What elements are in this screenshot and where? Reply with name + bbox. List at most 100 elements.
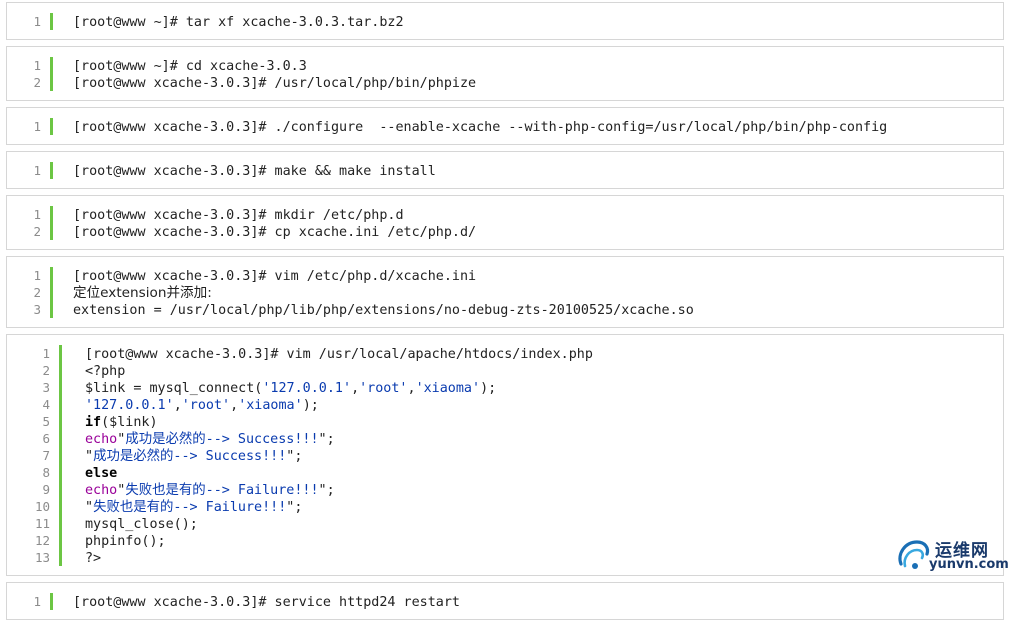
code-token: ,: [230, 398, 239, 413]
string-literal: 'xiaoma': [238, 398, 303, 413]
gutter-bar: [50, 284, 53, 301]
code-token: ": [117, 432, 126, 447]
watermark-logo: 运维网 yunvn.com: [895, 536, 1009, 576]
line-number: 6: [42, 431, 50, 446]
code-text[interactable]: "失败也是有的--> Failure!!!";: [85, 499, 302, 516]
code-text[interactable]: $link = mysql_connect('127.0.0.1','root'…: [85, 380, 496, 397]
code-block-restart: 1 [root@www xcache-3.0.3]# service httpd…: [6, 582, 1004, 620]
gutter-bar: [50, 267, 53, 284]
code-blocks-container: 1 [root@www ~]# tar xf xcache-3.0.3.tar.…: [6, 2, 1004, 626]
line-number: 1: [33, 163, 41, 178]
code-text[interactable]: "成功是必然的--> Success!!!";: [85, 448, 302, 465]
line-number: 5: [42, 414, 50, 429]
keyword: else: [85, 466, 118, 481]
line-number: 1: [33, 207, 41, 222]
code-text[interactable]: [root@www xcache-3.0.3]# service httpd24…: [73, 595, 460, 610]
code-text[interactable]: [root@www xcache-3.0.3]# /usr/local/php/…: [73, 76, 477, 91]
code-line: 1 [root@www xcache-3.0.3]# ./configure -…: [7, 118, 1003, 135]
keyword-echo: echo: [85, 432, 118, 447]
code-text[interactable]: else: [85, 465, 117, 482]
code-line: 1 [root@www xcache-3.0.3]# mkdir /etc/ph…: [7, 206, 1003, 223]
code-line: 1 [root@www xcache-3.0.3]# make && make …: [7, 162, 1003, 179]
code-text[interactable]: <?php: [85, 364, 126, 379]
code-line: 6 echo"成功是必然的--> Success!!!";: [7, 430, 1003, 447]
code-text[interactable]: [root@www xcache-3.0.3]# ./configure --e…: [73, 120, 888, 135]
code-token: );: [480, 381, 497, 396]
code-line: 7 "成功是必然的--> Success!!!";: [7, 447, 1003, 464]
code-token: ": [117, 483, 126, 498]
gutter-bar: [50, 162, 53, 179]
code-block-mkdir: 1 [root@www xcache-3.0.3]# mkdir /etc/ph…: [6, 195, 1004, 250]
line-number: 2: [33, 224, 41, 239]
string-literal: 'root': [359, 381, 408, 396]
line-number: 1: [33, 119, 41, 134]
code-token: ,: [173, 398, 182, 413]
code-text[interactable]: [root@www ~]# cd xcache-3.0.3: [73, 59, 307, 74]
gutter-bar: [50, 57, 53, 74]
line-number: 9: [42, 482, 50, 497]
string-literal: '127.0.0.1': [85, 398, 174, 413]
code-text[interactable]: mysql_close();: [85, 517, 198, 532]
gutter-bar: [50, 13, 53, 30]
line-number: 4: [42, 397, 50, 412]
line-number: 2: [42, 363, 50, 378]
code-text[interactable]: ?>: [85, 551, 102, 566]
code-block-make: 1 [root@www xcache-3.0.3]# make && make …: [6, 151, 1004, 189]
code-block-index-php: 1 [root@www xcache-3.0.3]# vim /usr/loca…: [6, 334, 1004, 576]
code-text[interactable]: [root@www ~]# tar xf xcache-3.0.3.tar.bz…: [73, 15, 404, 30]
string-literal: 成功是必然的--> Success!!!: [93, 449, 287, 464]
code-line: 1 [root@www xcache-3.0.3]# vim /etc/php.…: [7, 267, 1003, 284]
code-text[interactable]: echo"失败也是有的--> Failure!!!";: [85, 482, 335, 499]
code-text[interactable]: [root@www xcache-3.0.3]# vim /usr/local/…: [85, 347, 593, 362]
string-literal: '127.0.0.1': [262, 381, 352, 396]
code-line: 1 [root@www ~]# tar xf xcache-3.0.3.tar.…: [7, 13, 1003, 30]
code-text[interactable]: [root@www xcache-3.0.3]# mkdir /etc/php.…: [73, 208, 404, 223]
code-line: 2 [root@www xcache-3.0.3]# cp xcache.ini…: [7, 223, 1003, 240]
code-line: 1 [root@www xcache-3.0.3]# vim /usr/loca…: [7, 345, 1003, 362]
line-number: 1: [33, 268, 41, 283]
keyword-echo: echo: [85, 483, 118, 498]
code-text[interactable]: phpinfo();: [85, 534, 166, 549]
code-line: 9 echo"失败也是有的--> Failure!!!";: [7, 481, 1003, 498]
code-token: ": [85, 449, 94, 464]
line-number: 1: [33, 58, 41, 73]
code-text[interactable]: [root@www xcache-3.0.3]# vim /etc/php.d/…: [73, 269, 477, 284]
code-line: 11 mysql_close();: [7, 515, 1003, 532]
code-line: 3 $link = mysql_connect('127.0.0.1','roo…: [7, 379, 1003, 396]
gutter-bar: [59, 532, 62, 549]
code-token: $link = mysql_connect(: [85, 381, 263, 396]
watermark-brand-cn: 运维网: [935, 541, 989, 561]
code-text[interactable]: [root@www xcache-3.0.3]# cp xcache.ini /…: [73, 225, 477, 240]
gutter-bar: [59, 447, 62, 464]
code-token: ";: [318, 432, 335, 447]
gutter-bar: [59, 464, 62, 481]
code-line: 10 "失败也是有的--> Failure!!!";: [7, 498, 1003, 515]
code-token: ($link): [101, 415, 158, 430]
code-line: 3 extension = /usr/local/php/lib/php/ext…: [7, 301, 1003, 318]
gutter-bar: [50, 301, 53, 318]
gutter-bar: [50, 223, 53, 240]
code-line: 1 [root@www xcache-3.0.3]# service httpd…: [7, 593, 1003, 610]
watermark-brand-en: yunvn.com: [929, 557, 1009, 572]
gutter-bar: [50, 118, 53, 135]
code-line: 13 ?>: [7, 549, 1003, 566]
gutter-bar: [59, 396, 62, 413]
code-text[interactable]: echo"成功是必然的--> Success!!!";: [85, 431, 335, 448]
gutter-bar: [50, 593, 53, 610]
code-text[interactable]: if($link): [85, 414, 158, 431]
code-block-configure: 1 [root@www xcache-3.0.3]# ./configure -…: [6, 107, 1004, 145]
gutter-bar: [59, 515, 62, 532]
code-line: 2 <?php: [7, 362, 1003, 379]
code-text[interactable]: extension = /usr/local/php/lib/php/exten…: [73, 303, 694, 318]
code-text[interactable]: 定位extension并添加:: [73, 285, 212, 301]
line-number: 7: [42, 448, 50, 463]
code-block-extract: 1 [root@www ~]# tar xf xcache-3.0.3.tar.…: [6, 2, 1004, 40]
code-text[interactable]: [root@www xcache-3.0.3]# make && make in…: [73, 164, 436, 179]
gutter-bar: [59, 549, 62, 566]
code-token: ";: [318, 483, 335, 498]
code-block-phpize: 1 [root@www ~]# cd xcache-3.0.3 2 [root@…: [6, 46, 1004, 101]
line-number: 11: [34, 516, 50, 531]
code-line: 2 定位extension并添加:: [7, 284, 1003, 301]
line-number: 3: [33, 302, 41, 317]
code-text[interactable]: '127.0.0.1','root','xiaoma');: [85, 397, 319, 414]
